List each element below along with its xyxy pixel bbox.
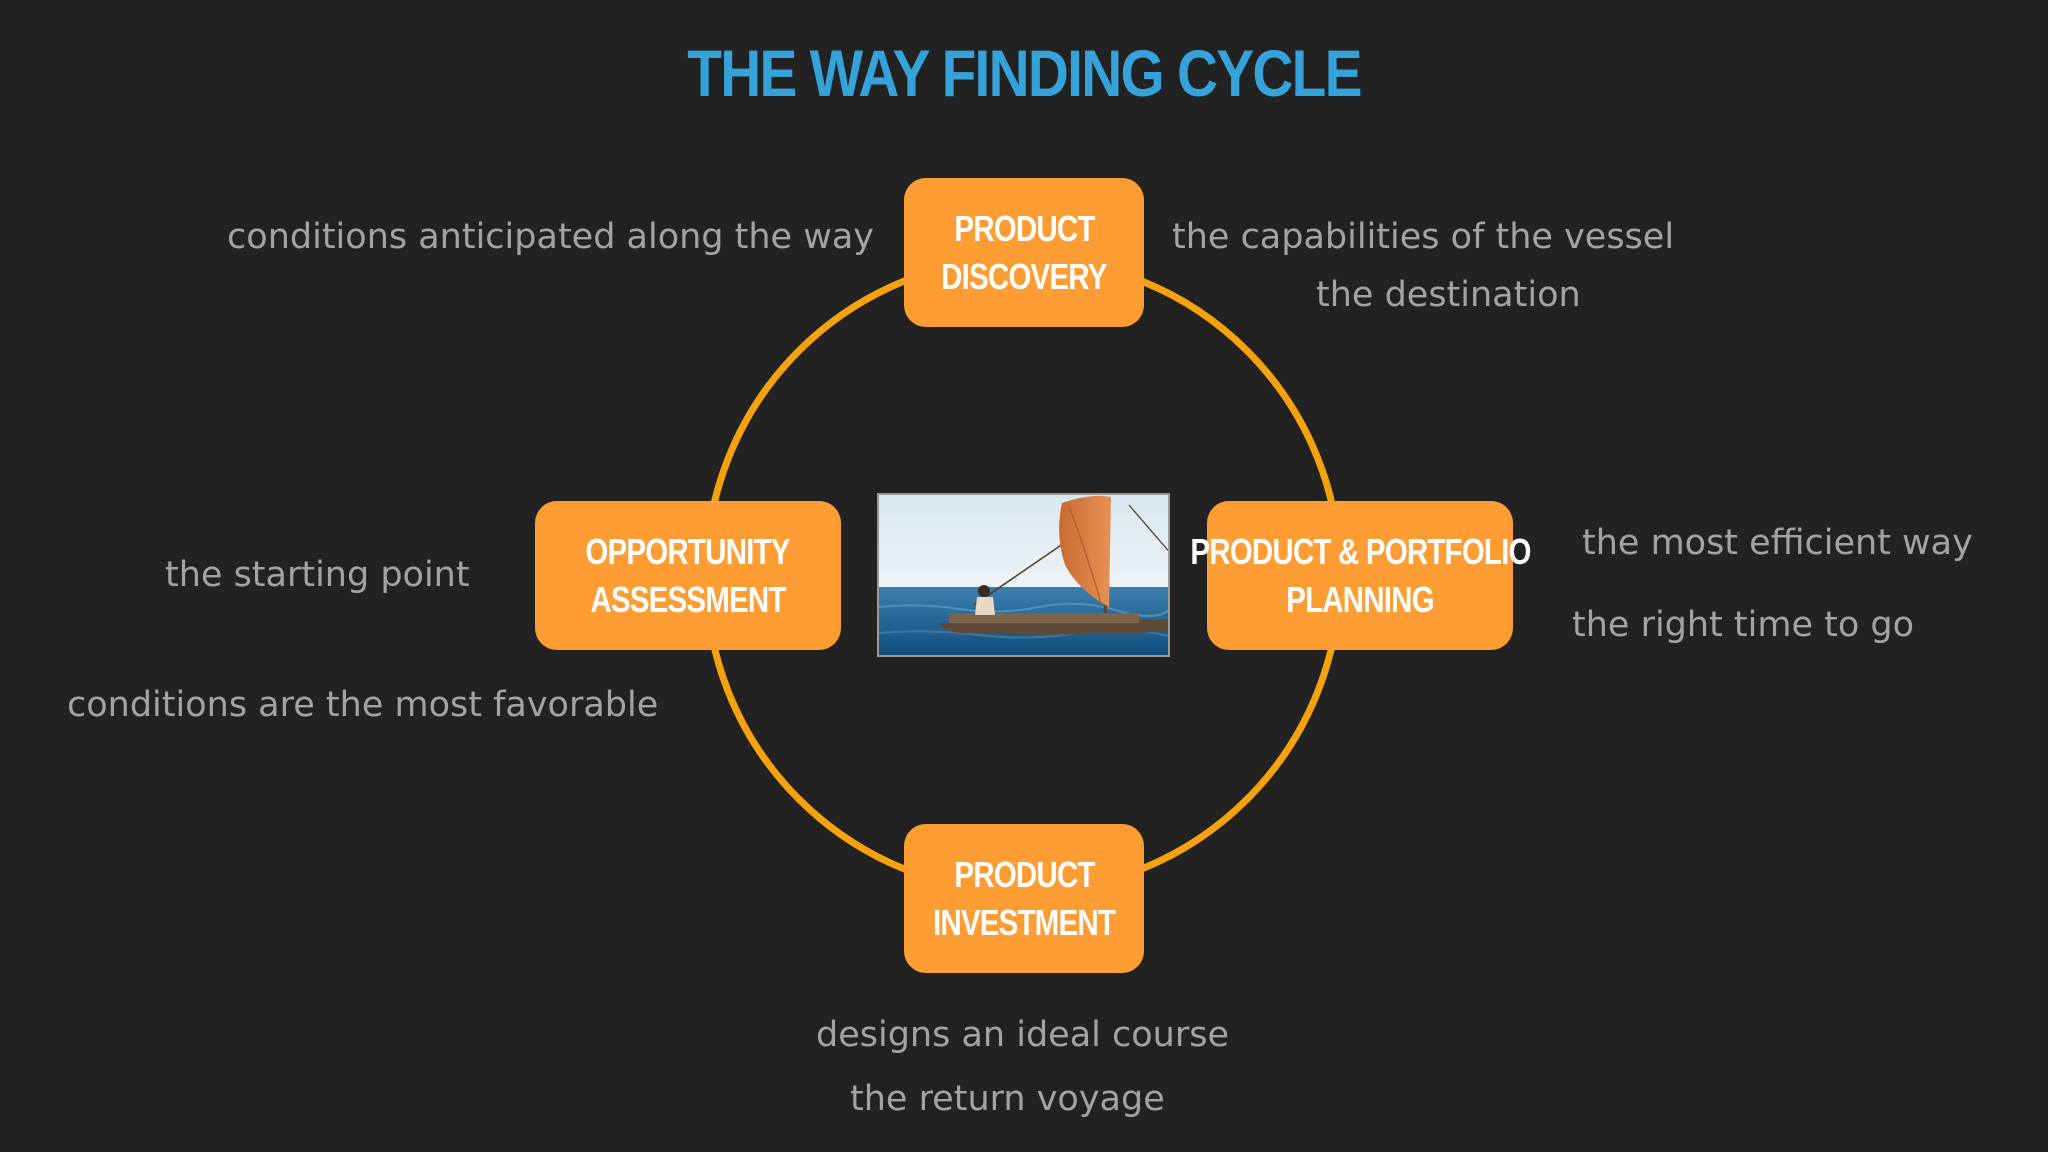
note-most-efficient-way: the most efficient way <box>1582 523 1973 563</box>
note-conditions-anticipated: conditions anticipated along the way <box>227 217 874 257</box>
node-opportunity-assessment-line1: OPPORTUNITY <box>585 530 791 572</box>
node-opportunity-assessment-line2: ASSESSMENT <box>590 578 786 620</box>
sailing-canoe-image <box>877 493 1170 657</box>
node-product-portfolio-planning-line1: PRODUCT & PORTFOLIO <box>1189 530 1531 572</box>
node-product-discovery: PRODUCT DISCOVERY <box>904 178 1144 327</box>
note-return-voyage: the return voyage <box>850 1079 1165 1119</box>
note-destination: the destination <box>1316 275 1581 315</box>
note-right-time-to-go: the right time to go <box>1572 605 1915 645</box>
node-product-portfolio-planning-line2: PLANNING <box>1286 578 1434 620</box>
note-conditions-favorable: conditions are the most favorable <box>67 685 659 725</box>
node-product-investment: PRODUCT INVESTMENT <box>904 824 1144 973</box>
node-product-discovery-line1: PRODUCT <box>953 207 1095 249</box>
node-product-discovery-line2: DISCOVERY <box>941 255 1107 297</box>
node-product-investment-line2: INVESTMENT <box>932 901 1116 943</box>
node-product-investment-line1: PRODUCT <box>953 853 1095 895</box>
node-opportunity-assessment: OPPORTUNITY ASSESSMENT <box>535 501 841 650</box>
note-capabilities-of-vessel: the capabilities of the vessel <box>1172 217 1675 257</box>
note-starting-point: the starting point <box>165 555 470 595</box>
node-product-portfolio-planning: PRODUCT & PORTFOLIO PLANNING <box>1190 501 1531 650</box>
note-ideal-course: designs an ideal course <box>816 1015 1229 1055</box>
page-title: THE WAY FINDING CYCLE <box>687 36 1362 110</box>
